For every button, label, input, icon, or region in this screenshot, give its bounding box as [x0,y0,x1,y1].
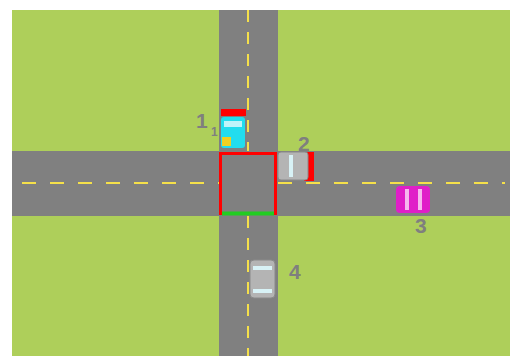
green-edge [222,212,274,216]
center-line [247,216,249,356]
car-2 [278,152,308,180]
callout-number: 3 [415,215,427,236]
center-line [247,10,249,151]
stop-bar [221,109,246,116]
windshield [289,155,293,177]
callout-number: 1 [196,110,208,131]
callout-number: 1 [211,126,218,138]
car-3 [396,186,430,213]
callout-number: 2 [298,133,310,154]
windshield [253,289,272,293]
grass [12,10,510,356]
center-line [22,182,219,184]
intersection-box [221,154,276,214]
car-4 [250,260,275,298]
windshield [418,189,422,210]
windshield [224,121,242,127]
windshield [253,266,272,270]
center-line [278,182,505,184]
windshield [405,189,409,210]
yellow-marker [222,137,231,146]
horizontal-road [12,151,510,216]
car-1 [221,117,245,148]
callout-number: 4 [289,261,301,282]
